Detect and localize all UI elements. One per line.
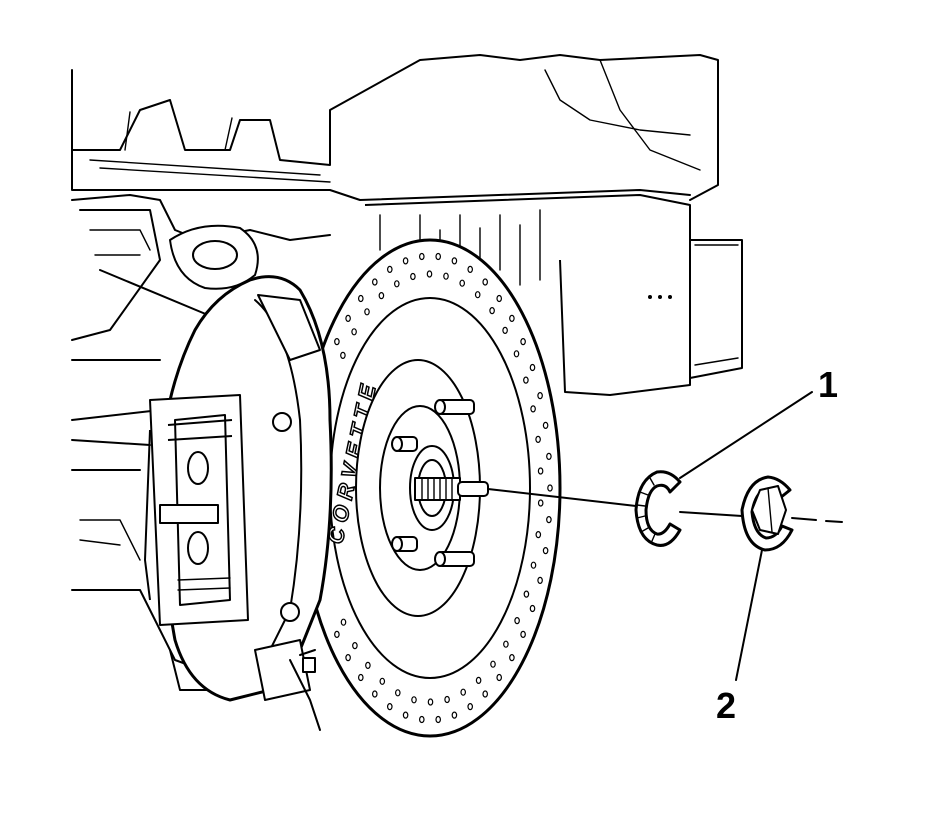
rotor-hole bbox=[459, 279, 466, 287]
rotor-hole bbox=[513, 350, 520, 358]
rotor-hole bbox=[530, 405, 536, 413]
rotor-hole bbox=[546, 515, 552, 524]
rotor-drilled-holes bbox=[334, 252, 553, 724]
rotor-hole bbox=[546, 452, 552, 460]
rotor-hole bbox=[451, 711, 458, 719]
rotor-hole bbox=[523, 376, 529, 384]
rotor-hole bbox=[435, 252, 442, 261]
rotor-hole bbox=[364, 308, 370, 316]
brake-caliper bbox=[144, 275, 333, 731]
wheel-hub bbox=[355, 359, 489, 617]
rotor-hole bbox=[537, 576, 543, 585]
callout-label-1: 1 bbox=[818, 364, 838, 405]
rotor-hole bbox=[371, 278, 378, 286]
rotor-hole bbox=[393, 280, 400, 288]
rotor-hole bbox=[529, 604, 536, 613]
rotor-hole bbox=[537, 467, 544, 475]
rotor-hole bbox=[509, 653, 515, 662]
rotor-hole bbox=[371, 690, 378, 698]
rotor-hole bbox=[535, 435, 541, 443]
rotor-hole bbox=[542, 421, 549, 429]
rotor-hole bbox=[530, 561, 537, 569]
rotor-hole bbox=[386, 265, 393, 273]
rotor-hole bbox=[435, 715, 442, 724]
rotor-hole bbox=[427, 698, 434, 706]
rotor-hole bbox=[490, 660, 496, 668]
rotor-hole bbox=[334, 630, 340, 639]
hub-nut bbox=[740, 475, 794, 552]
rotor-hole bbox=[444, 695, 450, 704]
rotor-hole bbox=[474, 291, 481, 299]
rotor-hole bbox=[418, 252, 425, 261]
rotor-hole bbox=[443, 272, 449, 280]
vehicle-body-background bbox=[71, 54, 743, 691]
rotor-hole bbox=[496, 673, 503, 682]
rotor-hole bbox=[357, 673, 364, 682]
rotor-hole bbox=[529, 363, 536, 372]
rotor-hole bbox=[378, 292, 385, 300]
rotor-hole bbox=[509, 314, 515, 322]
rotor-hole bbox=[460, 688, 467, 696]
rotor-hole bbox=[535, 530, 542, 539]
rotor-hole bbox=[402, 257, 409, 265]
rotor-hole bbox=[520, 630, 526, 639]
rotor-hole bbox=[410, 272, 416, 281]
rotor-hole bbox=[357, 294, 364, 303]
rotor-hole bbox=[394, 689, 401, 697]
rotor-hole bbox=[467, 702, 474, 711]
axle-centerline bbox=[487, 488, 843, 523]
rotor-hole bbox=[411, 696, 417, 704]
rotor-hole bbox=[496, 294, 503, 303]
rotor-hole bbox=[340, 351, 346, 359]
rotor-hole bbox=[520, 338, 526, 346]
rotor-hole bbox=[523, 590, 530, 598]
washer bbox=[634, 470, 682, 547]
callout-label-2: 2 bbox=[716, 685, 736, 726]
rotor-hole bbox=[514, 616, 520, 625]
rotor-hole bbox=[379, 677, 386, 685]
rotor-hole bbox=[482, 278, 489, 286]
callout-1: 1 bbox=[679, 364, 838, 479]
rotor-hole bbox=[351, 328, 357, 336]
rotor-hole bbox=[418, 715, 425, 724]
rotor-hole bbox=[489, 307, 495, 315]
rotor-hole bbox=[467, 265, 474, 273]
rotor-hole bbox=[386, 702, 393, 711]
rotor-hole bbox=[426, 270, 433, 278]
rotor-hole bbox=[365, 661, 371, 670]
rotor-hole bbox=[340, 618, 347, 626]
rotor-hole bbox=[345, 314, 351, 322]
rotor-hole bbox=[502, 326, 508, 334]
rotor-hole bbox=[537, 499, 544, 507]
callout-2: 2 bbox=[716, 549, 763, 726]
rotor-hole bbox=[537, 392, 543, 400]
rotor-hole bbox=[542, 546, 549, 555]
rotor-hole bbox=[352, 641, 358, 650]
rotor-hole bbox=[503, 640, 509, 648]
rotor-hole bbox=[475, 676, 482, 685]
rotor-hole bbox=[547, 484, 553, 492]
rotor-hole bbox=[345, 653, 351, 662]
rotor-hole bbox=[402, 711, 409, 719]
rotor-hole bbox=[451, 257, 458, 265]
rotor-hole bbox=[334, 338, 340, 346]
rotor-hole bbox=[482, 690, 489, 698]
